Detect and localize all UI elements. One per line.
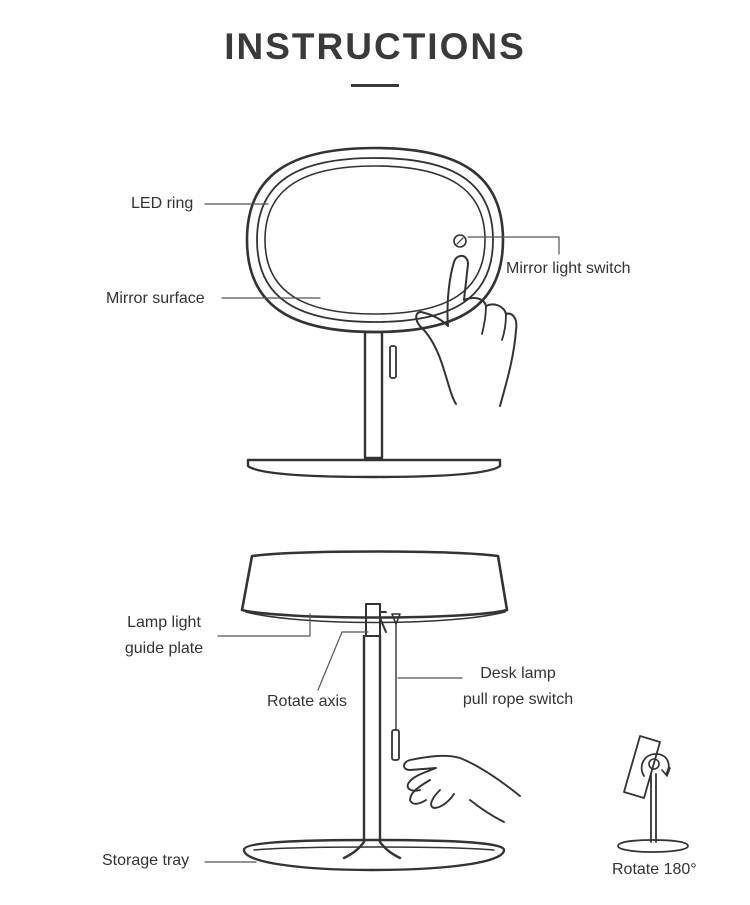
- label-lamp-guide-line1: Lamp light: [127, 614, 201, 631]
- label-pull-rope-line2: pull rope switch: [462, 691, 574, 708]
- mirror-mode-illustration: [245, 146, 518, 479]
- storage-tray: [242, 838, 506, 872]
- label-storage-tray: Storage tray: [102, 852, 190, 869]
- label-led-ring: LED ring: [131, 195, 194, 212]
- leader-mirror-switch: [467, 236, 560, 255]
- label-pull-rope-switch: Desk lamp pull rope switch: [450, 661, 586, 713]
- page-title: INSTRUCTIONS: [224, 26, 526, 67]
- label-rotate-axis: Rotate axis: [267, 693, 348, 710]
- led-ring: [256, 157, 494, 323]
- leader-guide-plate: [217, 613, 311, 637]
- title-underline: [351, 84, 399, 87]
- mirror-surface: [264, 165, 486, 315]
- reaching-hand: [403, 754, 521, 823]
- label-lamp-guide-line2: guide plate: [124, 640, 204, 657]
- lamp-shade: [240, 550, 509, 619]
- label-lamp-guide-plate: Lamp light guide plate: [110, 610, 218, 662]
- label-mirror-light-switch: Mirror light switch: [506, 260, 631, 277]
- mirror-frame-outer: [245, 146, 505, 334]
- lamp-mode-illustration: [240, 550, 521, 872]
- mirror-stem: [363, 330, 384, 460]
- label-pull-rope-line1: Desk lamp: [480, 665, 556, 682]
- label-rotate-180: Rotate 180°: [612, 861, 697, 878]
- mirror-base: [246, 458, 502, 479]
- mirror-switch-icon: [453, 234, 467, 248]
- label-mirror-surface: Mirror surface: [106, 290, 205, 307]
- lamp-stem: [342, 634, 402, 860]
- rotate-180-icon: [617, 735, 689, 853]
- leader-rotate-axis: [317, 631, 369, 691]
- pointing-hand: [415, 254, 518, 407]
